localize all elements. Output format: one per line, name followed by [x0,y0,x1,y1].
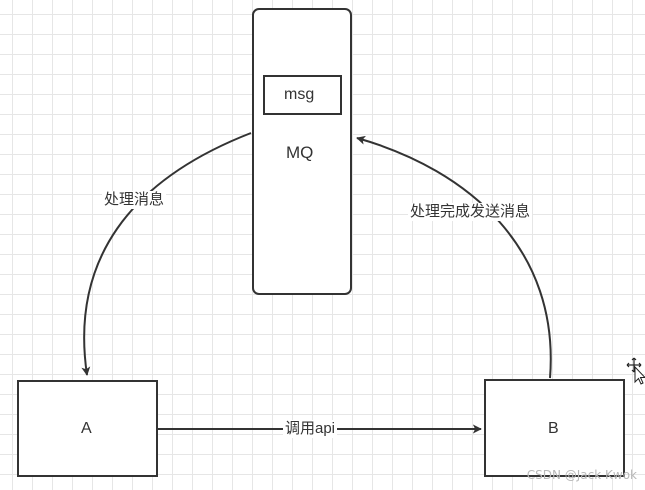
msg-node[interactable] [263,75,342,115]
watermark: CSDN @Jack Kwok [526,468,637,482]
move-cursor-icon [626,357,645,385]
b-node[interactable] [484,379,625,477]
a-label: A [81,420,92,437]
edge-label-mq-to-a: 处理消息 [102,191,167,209]
msg-label: msg [284,86,315,103]
edge-b-to-mq [356,135,552,379]
b-label: B [548,420,559,437]
edge-label-a-to-b: 调用api [283,420,338,438]
a-node[interactable] [17,380,158,477]
edge-mq-to-a [81,132,252,376]
edge-label-b-to-mq: 处理完成发送消息 [408,203,533,221]
mq-label: MQ [286,143,314,162]
